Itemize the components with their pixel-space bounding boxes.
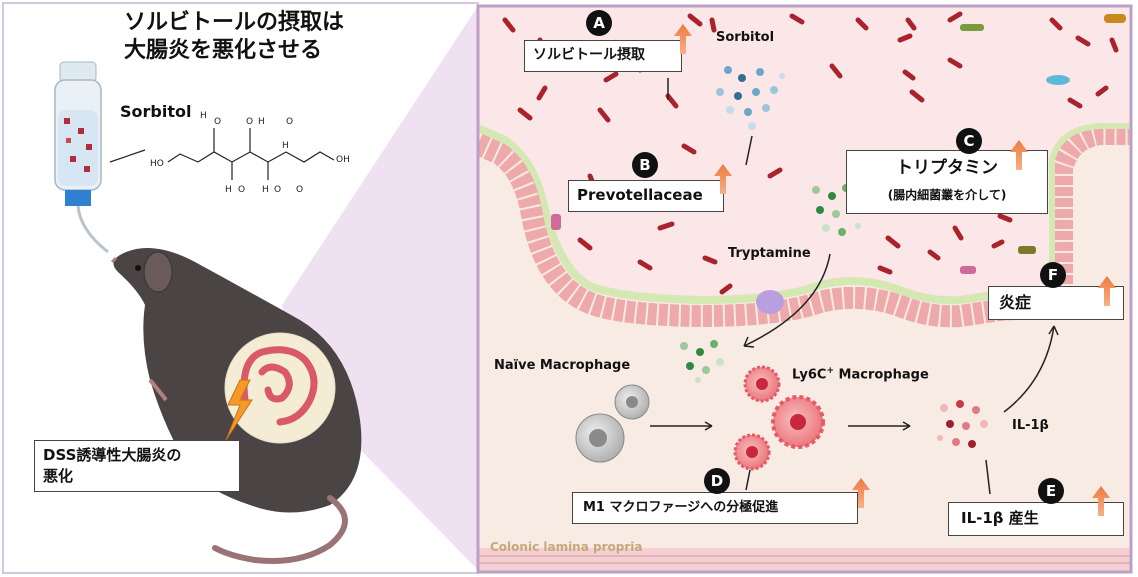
sorbitol-label-left: Sorbitol — [120, 102, 192, 121]
step-e-box: IL-1β 産生 — [948, 502, 1124, 536]
mouse-icon — [110, 247, 362, 564]
lamina-propria-label: Colonic lamina propria — [490, 540, 643, 554]
dss-line2: 悪化 — [43, 467, 74, 485]
up-arrow-icon — [852, 478, 870, 508]
epithelium-layer — [478, 133, 1063, 328]
process-arrows — [650, 78, 1059, 495]
mucus-layer — [478, 124, 1059, 305]
intestinal-lumen — [478, 6, 1131, 301]
up-arrow-icon — [1098, 276, 1116, 306]
step-d-box: M1 マクロファージへの分極促進 — [572, 492, 858, 524]
step-b-box: Prevotellaceae — [568, 180, 724, 212]
svg-text:H: H — [258, 117, 265, 127]
dss-line1: DSS誘導性大腸炎の — [43, 446, 182, 464]
svg-text:O: O — [246, 117, 253, 127]
crypt-epithelium — [1051, 123, 1131, 306]
dss-colitis-box: DSS誘導性大腸炎の 悪化 — [34, 440, 240, 492]
step-c-box: トリプタミン (腸内細菌叢を介して) — [846, 150, 1048, 214]
il1b-label: IL-1β — [1012, 418, 1049, 433]
step-d-badge: D — [704, 468, 730, 494]
step-c-badge: C — [956, 128, 982, 154]
macrophage-icon — [575, 365, 825, 471]
svg-text:H: H — [282, 141, 289, 151]
sorbitol-structure — [109, 128, 335, 180]
svg-text:H: H — [225, 185, 232, 195]
step-a-box: ソルビトール摂取 — [524, 40, 682, 72]
zoom-wedge — [282, 6, 478, 570]
crypt-mucus — [1049, 123, 1131, 310]
up-arrow-icon — [714, 164, 732, 194]
svg-text:O: O — [296, 185, 303, 195]
step-f-box: 炎症 — [988, 286, 1124, 320]
bacteria-misc — [551, 14, 1126, 314]
water-bottle-icon — [54, 61, 109, 254]
svg-text:O: O — [274, 185, 281, 195]
ly6c-text: Ly6C — [792, 367, 827, 383]
step-c-line1: トリプタミン — [896, 158, 998, 178]
up-arrow-icon — [674, 24, 692, 54]
right-panel — [478, 6, 1131, 572]
naive-macrophage-label: Naïve Macrophage — [494, 358, 631, 373]
sorbitol-particles — [716, 66, 785, 130]
headline-line2: 大腸炎を悪化させる — [124, 38, 323, 63]
svg-text:O: O — [238, 185, 245, 195]
ly6c-sup: + — [826, 366, 835, 376]
up-arrow-icon — [1010, 140, 1028, 170]
step-a-badge: A — [586, 10, 612, 36]
svg-text:O: O — [286, 117, 293, 127]
tryptamine-label: Tryptamine — [728, 246, 811, 261]
up-arrow-icon — [1092, 486, 1110, 516]
muscle-lines — [478, 555, 1131, 564]
right-panel-border — [476, 4, 1133, 574]
lightning-icon — [225, 379, 253, 441]
step-e-badge: E — [1038, 478, 1064, 504]
step-b-badge: B — [632, 152, 658, 178]
step-c-line2: (腸内細菌叢を介して) — [887, 188, 1007, 202]
muscle-layer — [478, 548, 1131, 572]
svg-text:OH: OH — [336, 155, 350, 165]
svg-text:HO: HO — [150, 159, 164, 169]
step-f-badge: F — [1040, 262, 1066, 288]
headline-line1: ソルビトールの摂取は — [124, 10, 345, 35]
svg-text:H: H — [262, 185, 269, 195]
sorbitol-label-right: Sorbitol — [716, 30, 775, 45]
ly6c-suffix: Macrophage — [834, 367, 929, 383]
svg-text:O: O — [214, 117, 221, 127]
il1b-particles — [937, 400, 988, 448]
ly6c-macrophage-label: Ly6C+ Macrophage — [792, 366, 929, 382]
svg-text:H: H — [200, 111, 207, 121]
